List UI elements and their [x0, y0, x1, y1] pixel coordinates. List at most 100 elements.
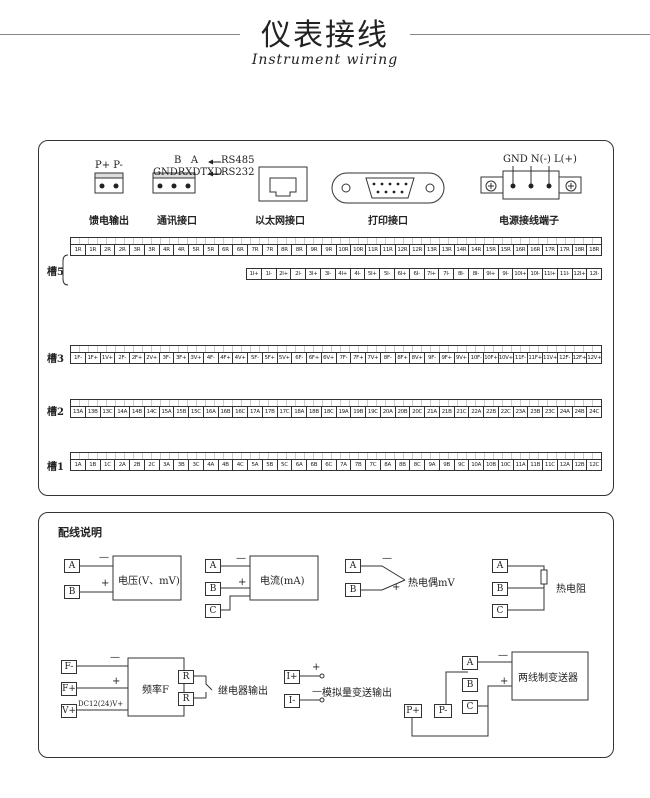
slot3-terminal: 2F- — [115, 353, 130, 363]
slot5-top-terminal: 2R — [115, 245, 130, 255]
slot2-terminal: 19B — [351, 407, 366, 417]
slot1-terminal: 9B — [440, 460, 455, 470]
slot1-terminal: 1B — [86, 460, 101, 470]
slot2-terminal: 13A — [71, 407, 86, 417]
voltage-terminal-a: A — [64, 559, 80, 573]
voltage-minus: — — [99, 552, 109, 563]
frequency-terminal-fminus: F- — [61, 660, 77, 674]
slot3-terminal: 11F+ — [528, 353, 543, 363]
slot5-top-terminal: 3R — [145, 245, 160, 255]
slot3-rail — [70, 345, 602, 353]
slot2-terminal: 24A — [558, 407, 573, 417]
slot3-terminal: 5V+ — [278, 353, 293, 363]
slot5-top-terminal: 13R — [425, 245, 440, 255]
slot3-terminal: 10F- — [469, 353, 484, 363]
thermocouple-minus: — — [382, 553, 392, 564]
slot3-terminal: 3F+ — [174, 353, 189, 363]
frequency-supply: DC12(24)V+ — [78, 700, 124, 708]
slot5-rail — [70, 237, 602, 245]
analog-minus: — — [312, 686, 322, 697]
slot5-top-terminal: 18R — [573, 245, 588, 255]
slot2-terminal: 22B — [484, 407, 499, 417]
twowire-plus: + — [500, 676, 509, 687]
twowire-terminal-a: A — [462, 656, 478, 670]
twowire-terminal-pminus: P- — [434, 704, 452, 718]
slot3-label: 槽3 — [47, 354, 64, 365]
header-rule-left — [0, 34, 240, 35]
slot2-terminal: 22C — [499, 407, 514, 417]
slot1-terminal: 12C — [589, 462, 600, 468]
slot5-top-terminal: 5R — [204, 245, 219, 255]
slot3-terminal: 1F- — [71, 353, 86, 363]
slot2-terminal: 13C — [101, 407, 116, 417]
slot5-top-terminal: 12R — [410, 245, 425, 255]
feed-label: 馈电输出 — [89, 216, 129, 227]
slot5-bottom-terminal: 4I+ — [336, 269, 351, 279]
slot5-bottom-terminal: 8I- — [454, 269, 469, 279]
twowire-label: 两线制变送器 — [518, 673, 578, 684]
slot1-terminal: 3C — [189, 460, 204, 470]
slot5-top-terminal: 9R — [307, 245, 322, 255]
slot2-terminal: 16B — [219, 407, 234, 417]
slot3-terminal: 6V+ — [322, 353, 337, 363]
slot2-terminal: 22A — [469, 407, 484, 417]
print-label: 打印接口 — [368, 216, 408, 227]
slot1-terminal: 8A — [381, 460, 396, 470]
current-terminal-b: B — [205, 582, 221, 596]
slot5-top-terminal: 11R — [381, 245, 396, 255]
slot1-terminal: 9A — [425, 460, 440, 470]
slot5-bottom-terminal: 2I+ — [277, 269, 292, 279]
slot5-top-terminal: 8R — [292, 245, 307, 255]
twowire-terminal-pplus: P+ — [404, 704, 422, 718]
slot5-top-terminal: 17R — [558, 245, 573, 255]
slot1-terminal: 2B — [130, 460, 145, 470]
slot5-bottom-terminal: 4I- — [351, 269, 366, 279]
slot3-terminal: 2F+ — [130, 353, 145, 363]
slot3-terminal: 9F- — [425, 353, 440, 363]
slot2-terminal: 15C — [189, 407, 204, 417]
slot5-bottom-terminal: 3I+ — [306, 269, 321, 279]
slot5-top-terminal: 7R — [263, 245, 278, 255]
frequency-plus: + — [112, 676, 121, 687]
slot3-terminal: 12F+ — [572, 353, 588, 363]
slot1-terminal: 6C — [322, 460, 337, 470]
slot3-terminal: 12F- — [558, 353, 573, 363]
slot2-terminal: 23A — [514, 407, 529, 417]
slot5-bottom-terminal: 12I+ — [573, 269, 588, 279]
slot3-terminal: 11V+ — [543, 353, 558, 363]
slot1-terminal: 8C — [410, 460, 425, 470]
slot2-terminal: 16A — [204, 407, 219, 417]
slot5-bottom-terminal: 7I+ — [425, 269, 440, 279]
slot3-terminal: 8F+ — [396, 353, 411, 363]
analog-plus: + — [312, 662, 321, 673]
slot1-terminal: 4C — [233, 460, 248, 470]
slot2-terminal: 16C — [233, 407, 248, 417]
slot3-terminal: 4F+ — [219, 353, 234, 363]
slot1-terminal: 4A — [204, 460, 219, 470]
slot5-top-terminal: 8R — [278, 245, 293, 255]
slot3-terminal: 12V+ — [587, 355, 601, 361]
current-plus: + — [238, 577, 247, 588]
slot1-terminal: 5C — [278, 460, 293, 470]
twowire-terminal-c: C — [462, 700, 478, 714]
page-subtitle: Instrument wiring — [251, 52, 399, 68]
relay-label: 继电器输出 — [218, 686, 268, 697]
voltage-terminal-b: B — [64, 585, 80, 599]
analog-terminal-iminus: I- — [284, 694, 300, 708]
slot5-top-terminal: 4R — [174, 245, 189, 255]
power-label: 电源接线端子 — [499, 216, 559, 227]
terminal-panel — [38, 140, 614, 496]
slot5-top-terminal: 5R — [189, 245, 204, 255]
slot3-terminal: 7F- — [337, 353, 352, 363]
comm-terminal-icon — [152, 159, 221, 194]
slot5-top-terminal: 18R — [589, 247, 600, 253]
slot1-terminal: 1A — [71, 460, 86, 470]
power-terminal-icon — [480, 166, 582, 200]
slot3-terminal: 8V+ — [410, 353, 425, 363]
slot5-top-terminal: 14R — [455, 245, 470, 255]
slot2-terminal: 17A — [248, 407, 263, 417]
slot2-terminal: 21C — [455, 407, 470, 417]
